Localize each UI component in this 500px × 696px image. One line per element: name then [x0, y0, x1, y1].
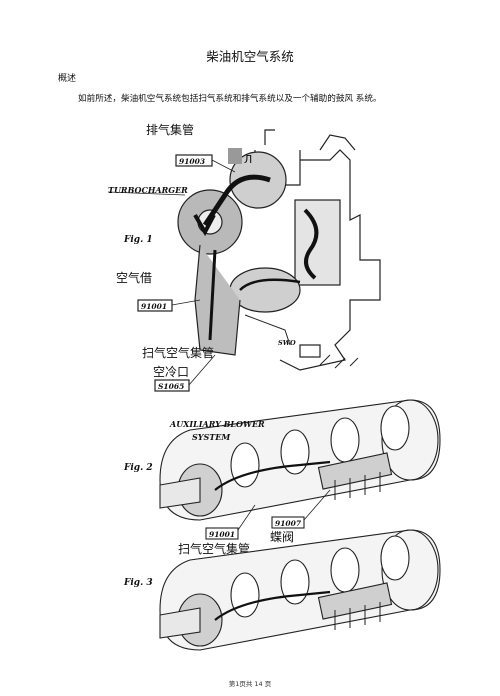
valve-block [317, 452, 393, 490]
fig2-code-91001: 91001 [209, 530, 235, 539]
scavenge-flow-arrow [239, 278, 301, 291]
drain-pipe [244, 314, 291, 346]
cooler-flow-arrow [208, 249, 217, 341]
aux-blower-title-2: SYSTEM [192, 432, 231, 442]
fig3-flow-arrow [214, 590, 331, 621]
figure-1 [107, 129, 381, 392]
exhaust-manifold-shape [229, 151, 287, 209]
section-heading: 概述 [58, 74, 77, 84]
fig2-caption: Fig. 2 [123, 463, 153, 473]
code-51065-label: S1065 [158, 382, 184, 391]
fig3-port-circle-1 [230, 572, 260, 618]
port-circle-3 [330, 417, 360, 463]
code-swo-label: SWO [278, 339, 296, 347]
fig3-port-circle-3 [330, 547, 360, 593]
fig3-valve-block [317, 582, 393, 620]
valve-box [299, 344, 321, 358]
code-91003-label: 91003 [179, 157, 205, 166]
label-box-91003 [175, 154, 213, 167]
figure-1-labels: 排气集管 91003 Л TURBOCHARGER Fig. 1 空气借 910… [108, 122, 296, 391]
char-ji-label: Л [244, 153, 252, 166]
leader-turbocharger [107, 191, 186, 196]
tube-end-cap [381, 399, 439, 481]
valve-rods [334, 472, 381, 500]
figure-2-labels: AUXILIARY BLOWER SYSTEM Fig. 2 91001 910… [123, 419, 302, 556]
ground-hatching [319, 354, 359, 369]
figure-3-labels: Fig. 3 [123, 578, 153, 588]
leader-fig2-91001 [237, 504, 256, 531]
air-cooler-shape [194, 244, 241, 356]
page-footer: 第1页共 14 页 [228, 680, 272, 688]
fig1-caption: Fig. 1 [123, 235, 153, 245]
engine-frame-crown [319, 134, 356, 151]
cooler-label: 空冷口 [153, 365, 189, 379]
leader-91003 [211, 159, 236, 173]
figure-3 [159, 529, 441, 651]
cylinder-flow-arrow [303, 208, 319, 280]
label-box-91001 [137, 299, 173, 312]
fig3-caption: Fig. 3 [123, 578, 153, 588]
code-91001-label: 91001 [141, 302, 167, 311]
figure-2 [159, 399, 441, 540]
port-circle-2 [280, 429, 310, 475]
exhaust-manifold-label: 排气集管 [146, 122, 194, 137]
fig3-inlet-pipe [159, 607, 201, 639]
exhaust-flow-arrow [202, 174, 271, 227]
exhaust-flow-arrowhead [193, 213, 216, 237]
fig3-port-circle-4 [380, 535, 410, 581]
label-box-fig2-91001 [205, 527, 239, 540]
leader-91001 [171, 299, 201, 306]
port-circle-4 [380, 405, 410, 451]
fig3-tube-end-cap [381, 529, 439, 611]
intro-paragraph: 如前所述，柴油机空气系统包括扫气系统和排气系统以及一个辅助的鼓风 系统。 [78, 94, 382, 104]
fig2-scavenge-label: 扫气空气集管 [178, 541, 250, 556]
inlet-pipe [159, 477, 201, 509]
grey-marker-box [228, 148, 242, 164]
aux-blower-title-1: AUXILIARY BLOWER [169, 419, 265, 429]
fig3-port-circle-2 [280, 559, 310, 605]
butterfly-valve-label: 蝶阀 [270, 529, 294, 544]
label-box-fig2-91007 [271, 516, 305, 529]
port-circle-1 [230, 442, 260, 488]
leader-51065 [188, 354, 216, 386]
fig2-code-91007: 91007 [275, 519, 302, 528]
label-box-51065 [154, 379, 190, 392]
fig2-flow-arrow [214, 460, 331, 491]
engine-frame-top [264, 129, 275, 145]
cylinder-shape [294, 199, 341, 286]
fig3-valve-rods [334, 602, 381, 630]
leader-fig2-91007 [303, 489, 331, 521]
turbocharger-label: TURBOCHARGER [108, 185, 188, 195]
page-title: 柴油机空气系统 [206, 49, 294, 64]
air-intake-label: 空气借 [116, 270, 152, 285]
scavenge-manifold-label: 扫气空气集管 [142, 345, 214, 360]
